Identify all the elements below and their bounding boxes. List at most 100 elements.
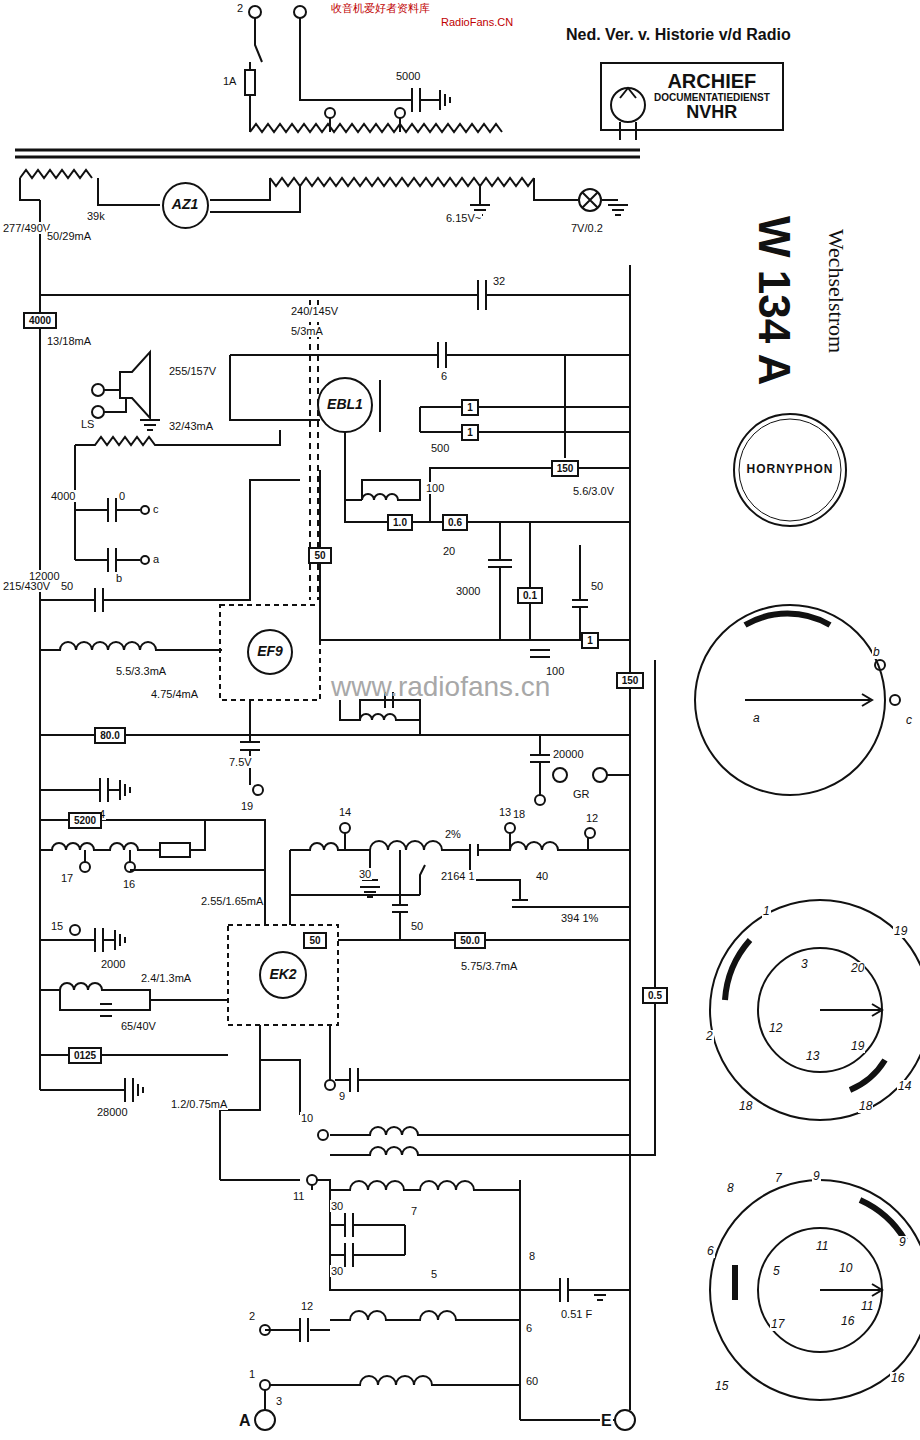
- fuse-symbol: [245, 70, 255, 95]
- resistor-symbol: 50: [308, 547, 331, 564]
- node-text: AZ1: [172, 197, 198, 212]
- schematic-label: 18: [858, 1100, 873, 1113]
- node-text: ARCHIEF: [667, 70, 756, 92]
- schematic-label: a: [752, 712, 761, 725]
- if-coil: [40, 642, 222, 650]
- schematic-label: 收音机爱好者资料库: [330, 2, 431, 14]
- schematic-label: 50: [590, 580, 604, 592]
- schematic-label: 11: [815, 1240, 829, 1253]
- resistor-symbol: 50.0: [454, 932, 485, 949]
- resistor-symbol: 1: [461, 399, 479, 416]
- node-text: 50: [314, 550, 325, 561]
- resistor-symbol: 80.0: [94, 727, 125, 744]
- schematic-label: 50: [410, 920, 424, 932]
- schematic-label: 16: [890, 1372, 905, 1385]
- heater-winding: [270, 178, 534, 186]
- resistor-symbol: 1: [581, 632, 599, 649]
- schematic-label: 500: [430, 442, 450, 454]
- rf-coils: [220, 1180, 520, 1190]
- vacuum-tube: EF9: [246, 628, 294, 676]
- schematic-label: 14: [897, 1080, 912, 1093]
- schematic-label: 5: [772, 1265, 781, 1278]
- schematic-label: 12: [768, 1022, 783, 1035]
- schematic-label: a: [152, 553, 160, 565]
- schematic-label: 2: [248, 1310, 256, 1322]
- antenna-terminal: [255, 1410, 275, 1430]
- pilot-lamp: [579, 189, 601, 211]
- node-text: EBL1: [327, 397, 363, 412]
- node-text: 1.0: [393, 517, 407, 528]
- stamp-tube-icon: [611, 88, 645, 122]
- resistor-symbol: 0.6: [442, 514, 468, 531]
- node-text: 1: [587, 635, 593, 646]
- vacuum-tube: EBL1: [316, 376, 374, 434]
- schematic-label: www.radiofans.cn: [330, 672, 551, 703]
- resistor-symbol: 1.0: [387, 514, 413, 531]
- transformer-core: [15, 150, 640, 157]
- terminal: [249, 6, 261, 18]
- schematic-label: 39k: [86, 210, 106, 222]
- schematic-label: 32/43mA: [168, 420, 214, 432]
- archive-stamp: ARCHIEFDOCUMENTATIEDIENSTNVHR: [600, 62, 784, 131]
- schematic-label: 50: [60, 580, 74, 592]
- schematic-label: 4000: [50, 490, 76, 502]
- node-text: 50.0: [460, 935, 479, 946]
- schematic-label: 18: [512, 808, 526, 820]
- schematic-label: 100: [425, 482, 445, 494]
- node-text: EF9: [257, 644, 283, 659]
- schematic-label: 65/40V: [120, 1020, 157, 1032]
- schematic-label: 14: [338, 806, 352, 818]
- schematic-label: 2: [705, 1030, 714, 1043]
- schematic-label: 1: [762, 905, 771, 918]
- outline-circle: [318, 378, 372, 432]
- schematic-label: 6: [440, 370, 448, 382]
- node-text: 0.6: [448, 517, 462, 528]
- resistor-symbol: 50: [303, 932, 326, 949]
- schematic-label: 30: [330, 1265, 344, 1277]
- node-text: 0.1: [523, 590, 537, 601]
- node-text: 4000: [29, 315, 51, 326]
- wires: [15, 6, 655, 1430]
- schematic-label: 7: [410, 1205, 418, 1217]
- schematic-label: 12: [585, 812, 599, 824]
- schematic-label: 19: [240, 800, 254, 812]
- schematic-label: 2: [236, 2, 244, 14]
- schematic-label: 9: [338, 1090, 346, 1102]
- node-text: DOCUMENTATIEDIENST: [654, 92, 770, 103]
- tube-shield: [228, 925, 338, 1025]
- schematic-label: A: [238, 1412, 252, 1430]
- output-transformer: [75, 430, 280, 445]
- schematic-label: 13/18mA: [46, 335, 92, 347]
- schematic-label: 10: [300, 1112, 314, 1124]
- outline-circle: [260, 952, 306, 998]
- schematic-label: 30: [358, 868, 372, 880]
- schematic-label: 100: [545, 665, 565, 677]
- schematic-label: 16: [122, 878, 136, 890]
- node-text: NVHR: [686, 103, 737, 123]
- schematic-label: 10: [838, 1262, 853, 1275]
- schematic-label: 50/29mA: [46, 230, 92, 242]
- resistor-symbol: 150: [551, 460, 580, 477]
- schematic-label: 7V/0.2: [570, 222, 604, 234]
- schematic-label: 28000: [96, 1106, 129, 1118]
- resistor-symbol: 5200: [68, 812, 102, 829]
- schematic-label: 5000: [395, 70, 421, 82]
- schematic-label: 8: [528, 1250, 536, 1262]
- schematic-label: 255/157V: [168, 365, 217, 377]
- hv-winding: [20, 170, 92, 178]
- resistor-symbol: 4000: [23, 312, 57, 329]
- model-title: W 134 A: [750, 215, 798, 387]
- schematic-label: 30: [330, 1200, 344, 1212]
- schematic-label: 277/490V: [2, 222, 51, 234]
- schematic-label: 5.75/3.7mA: [460, 960, 518, 972]
- schematic-label: c: [905, 714, 913, 727]
- schematic-label: Wechselstrom: [824, 228, 848, 354]
- schematic-label: 60: [525, 1375, 539, 1387]
- schematic-label: 5/3mA: [290, 325, 324, 337]
- schematic-label: 11: [292, 1190, 305, 1202]
- schematic-label: GR: [572, 788, 591, 800]
- schematic-label: 2.4/1.3mA: [140, 972, 192, 984]
- schematic-label: 13: [805, 1050, 820, 1063]
- transformer-primary: [250, 124, 502, 132]
